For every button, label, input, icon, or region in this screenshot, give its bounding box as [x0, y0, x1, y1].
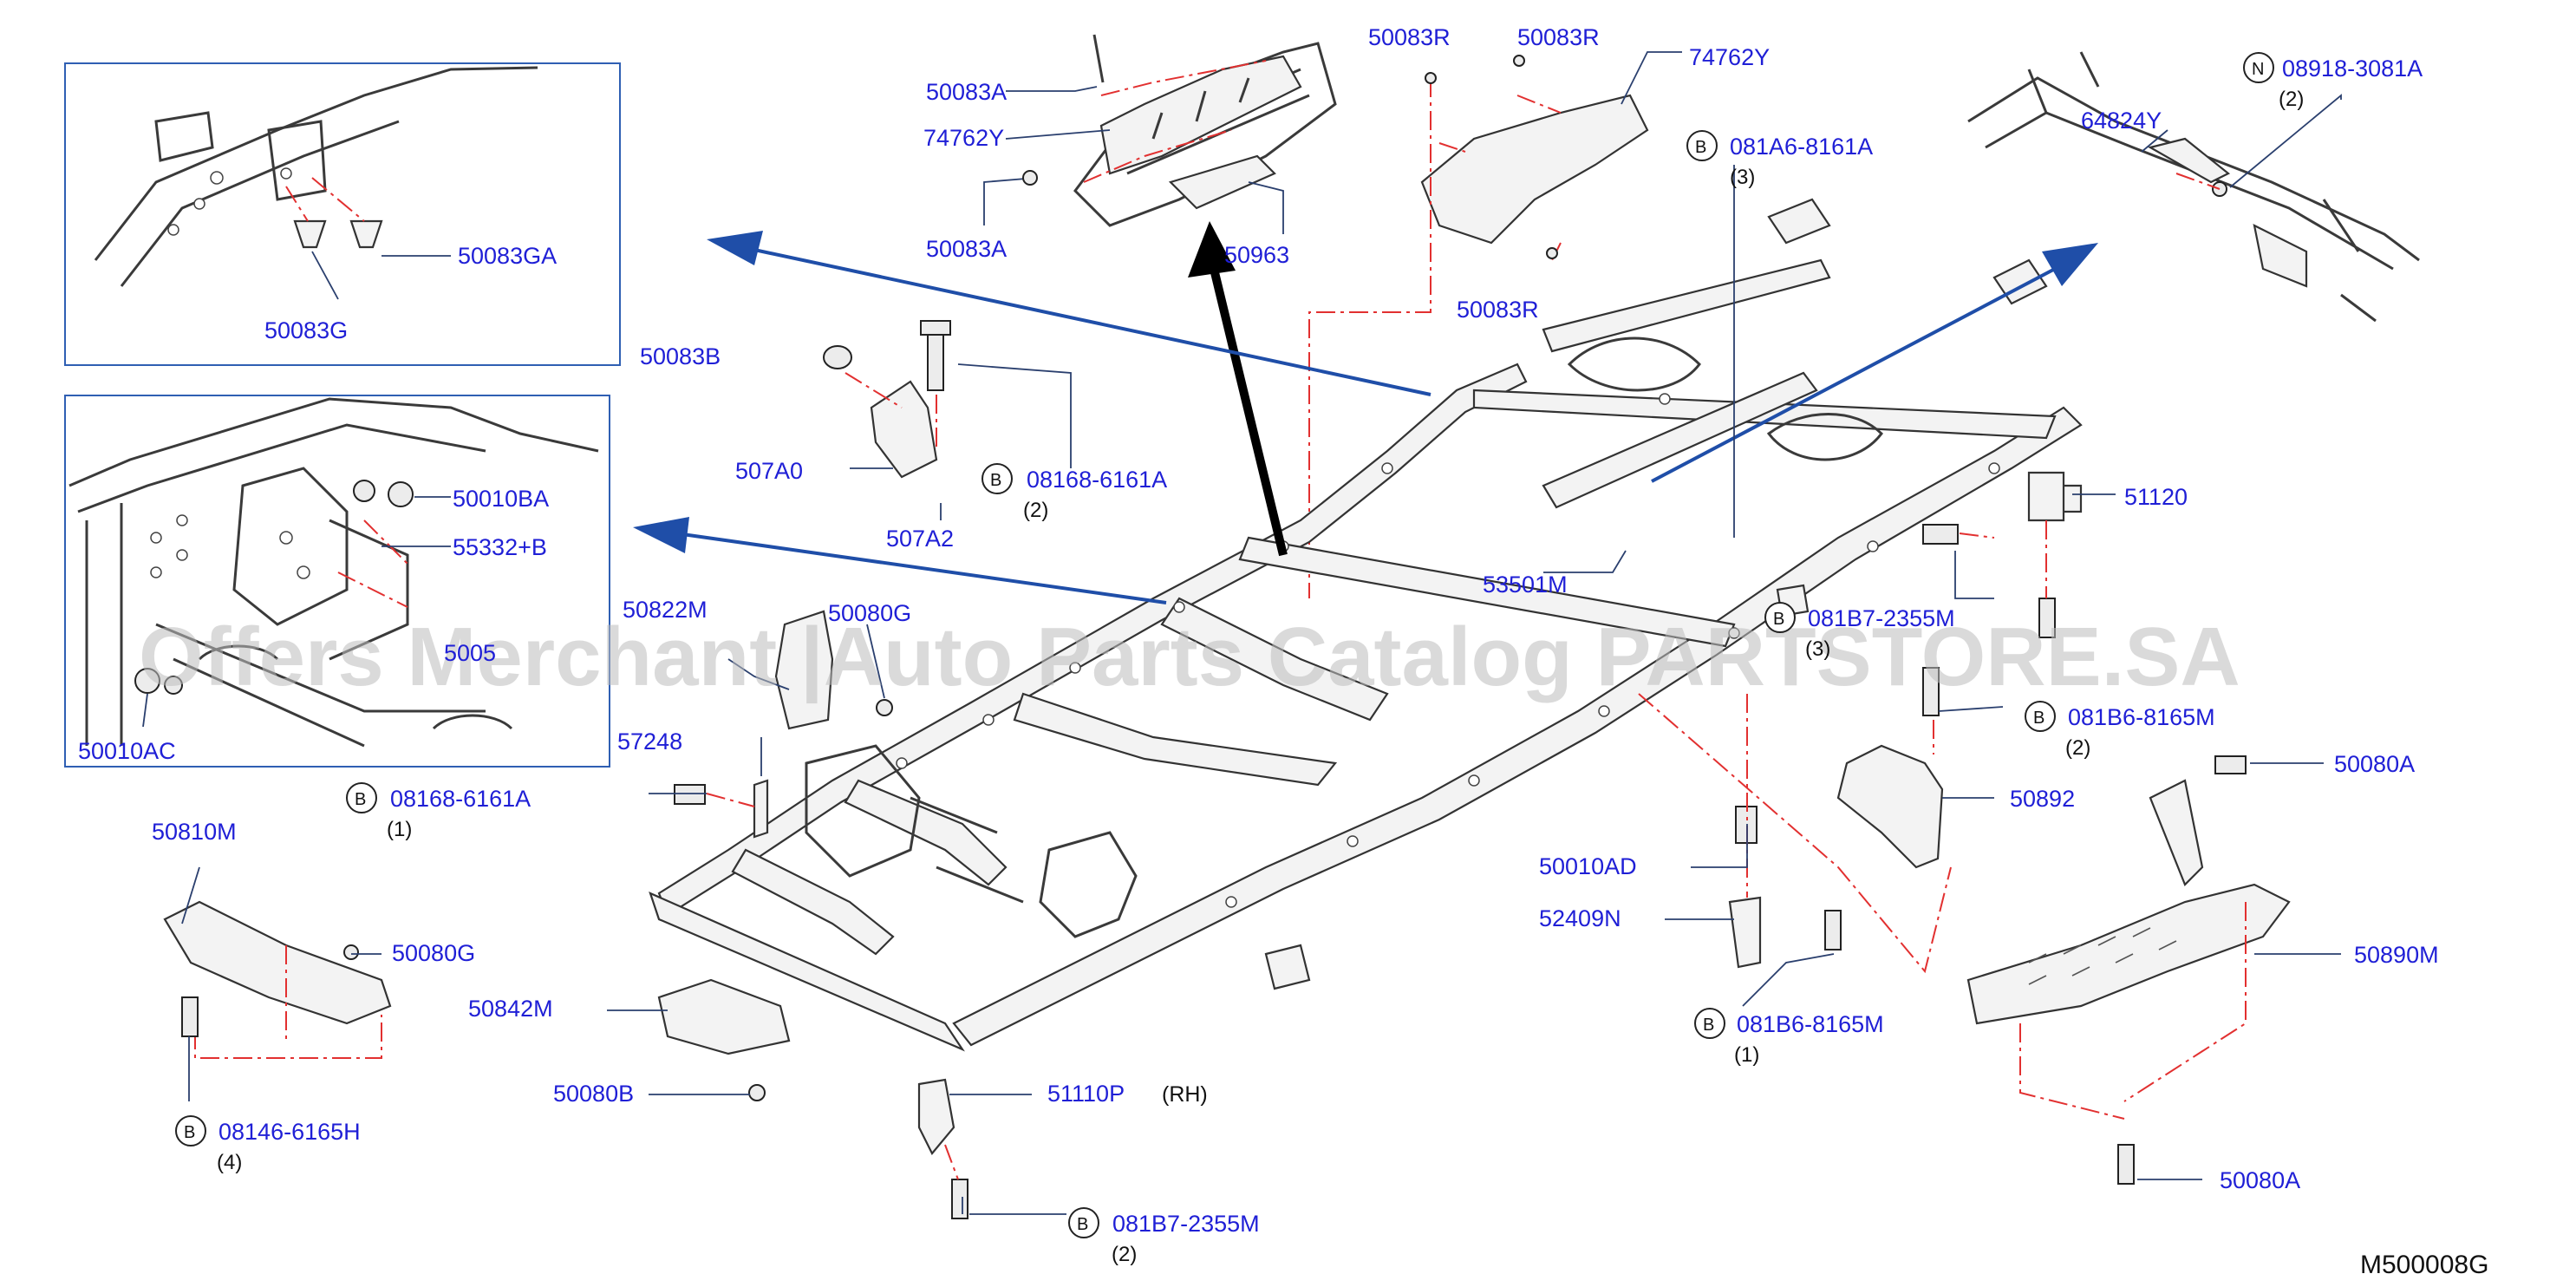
- badge-n-08918: [2243, 52, 2274, 83]
- label-081B7-2355M-mid[interactable]: 081B7-2355M: [1808, 605, 1955, 631]
- label-50080A-bot[interactable]: 50080A: [2220, 1167, 2300, 1193]
- svg-text:N: N: [2252, 60, 2264, 79]
- label-5005-partial: 5005: [444, 640, 496, 666]
- svg-text:B: B: [1773, 610, 1784, 629]
- label-081B7-2355M-bot[interactable]: 081B7-2355M: [1112, 1211, 1260, 1237]
- qty-08918: (2): [2279, 88, 2304, 111]
- qty-08146: (4): [217, 1151, 242, 1174]
- label-081B6-8165M-top[interactable]: 081B6-8165M: [2068, 704, 2215, 730]
- badge-b-08168-top: [981, 463, 1013, 494]
- svg-text:B: B: [990, 471, 1001, 490]
- qty-081B6-bot: (1): [1734, 1043, 1759, 1067]
- watermark-text: Offers Merchant |Auto Parts Catalog PART…: [139, 611, 2240, 704]
- detail-heat-shield-right: [1308, 51, 1682, 598]
- label-50890M[interactable]: 50890M: [2354, 942, 2439, 968]
- label-50083B[interactable]: 50083B: [640, 343, 721, 369]
- label-50083R-a[interactable]: 50083R: [1368, 24, 1451, 50]
- label-50083A-bottom[interactable]: 50083A: [926, 236, 1007, 262]
- label-50083GA[interactable]: 50083GA: [458, 243, 557, 269]
- label-50083R-b[interactable]: 50083R: [1517, 24, 1600, 50]
- detail-heat-shield-left: [983, 34, 1337, 234]
- label-52409N[interactable]: 52409N: [1539, 905, 1621, 931]
- label-50083G[interactable]: 50083G: [264, 317, 348, 343]
- detail-crossmember-right: [1967, 51, 2420, 323]
- label-50010BA[interactable]: 50010BA: [453, 486, 549, 512]
- qty-081A6: (3): [1730, 166, 1755, 189]
- badge-b-081B6-bot: [1694, 1008, 1725, 1039]
- pointer-arrows: [633, 221, 2098, 604]
- label-50083R-c[interactable]: 50083R: [1457, 297, 1539, 323]
- label-50080A-top[interactable]: 50080A: [2334, 751, 2415, 777]
- label-50080G-top[interactable]: 50080G: [828, 600, 911, 626]
- label-50080B[interactable]: 50080B: [553, 1081, 634, 1107]
- label-507A2[interactable]: 507A2: [886, 526, 954, 552]
- label-50083A-top[interactable]: 50083A: [926, 79, 1007, 105]
- loose-parts: [163, 320, 2291, 1219]
- label-51110P[interactable]: 51110P: [1047, 1081, 1125, 1107]
- svg-text:B: B: [2033, 709, 2044, 728]
- label-50810M[interactable]: 50810M: [152, 819, 237, 845]
- svg-text:B: B: [1695, 138, 1706, 157]
- label-08168-6161A-top[interactable]: 08168-6161A: [1027, 467, 1167, 493]
- badge-b-081B7-mid: [1764, 602, 1796, 633]
- label-57248[interactable]: 57248: [617, 728, 682, 755]
- qty-081B7-bot: (2): [1112, 1243, 1137, 1266]
- qty-081B6-top: (2): [2065, 736, 2090, 760]
- label-50080G-left[interactable]: 50080G: [392, 940, 475, 966]
- label-50822M[interactable]: 50822M: [623, 597, 708, 623]
- part-labels: 50083A 74762Y 50083A 50963 50083R 50083R…: [78, 24, 2439, 1266]
- svg-text:B: B: [355, 790, 366, 809]
- main-chassis-frame: [649, 198, 2083, 1052]
- qty-08168-bot: (1): [387, 818, 412, 841]
- label-50010AC[interactable]: 50010AC: [78, 738, 176, 764]
- badge-b-08168-bot: [346, 782, 377, 813]
- label-08168-6161A-bot[interactable]: 08168-6161A: [390, 786, 531, 812]
- label-74762Y-left[interactable]: 74762Y: [923, 125, 1004, 151]
- label-51120[interactable]: 51120: [2124, 484, 2188, 510]
- svg-text:B: B: [1703, 1016, 1714, 1035]
- label-50010AD[interactable]: 50010AD: [1539, 853, 1637, 879]
- label-55332B[interactable]: 55332+B: [453, 534, 547, 560]
- label-08146-6165H[interactable]: 08146-6165H: [218, 1119, 361, 1145]
- label-50842M[interactable]: 50842M: [468, 996, 553, 1022]
- label-081A6-8161A[interactable]: 081A6-8161A: [1730, 134, 1873, 160]
- label-507A0[interactable]: 507A0: [735, 458, 803, 484]
- label-50892[interactable]: 50892: [2010, 786, 2075, 812]
- badge-b-081A6: [1686, 130, 1718, 161]
- label-53501M[interactable]: 53501M: [1483, 572, 1568, 598]
- badge-b-081B7-bot: [1068, 1207, 1099, 1238]
- label-08918-3081A[interactable]: 08918-3081A: [2282, 56, 2423, 82]
- diagram-code: M500008G: [2360, 1251, 2488, 1279]
- leader-lines: [181, 165, 2341, 1215]
- note-rh: (RH): [1162, 1082, 1208, 1107]
- svg-text:B: B: [184, 1123, 195, 1142]
- badge-b-08146: [175, 1115, 206, 1147]
- qty-081B7-mid: (3): [1805, 637, 1830, 661]
- qty-08168-top: (2): [1023, 499, 1048, 522]
- label-64824Y[interactable]: 64824Y: [2081, 108, 2162, 134]
- label-74762Y-right[interactable]: 74762Y: [1689, 44, 1770, 70]
- inset-clip-detail: [64, 62, 621, 366]
- label-50963[interactable]: 50963: [1224, 242, 1289, 268]
- inset-bracket-detail: [64, 395, 610, 768]
- label-081B6-8165M-bot[interactable]: 081B6-8165M: [1737, 1011, 1884, 1037]
- badge-b-081B6-top: [2025, 701, 2056, 732]
- svg-text:B: B: [1077, 1215, 1088, 1234]
